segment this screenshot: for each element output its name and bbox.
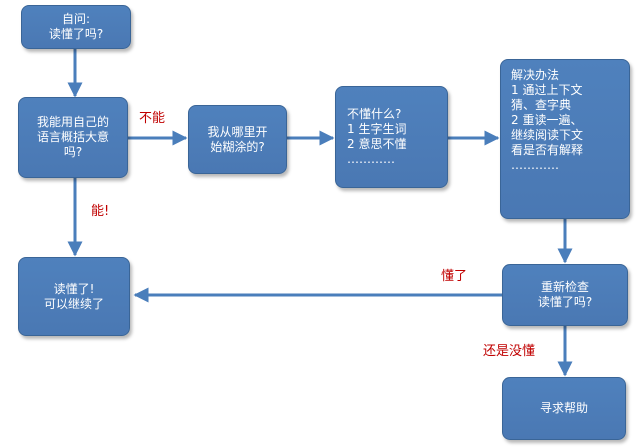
edge-label-can: 能! [91, 204, 110, 219]
node-understood-continue: 读懂了! 可以继续了 [18, 257, 130, 336]
node-solutions: 解决办法 1 通过上下文 猜、查字典 2 重读一遍、 继续阅读下文 看是否有解释… [500, 59, 630, 219]
node-what-unclear: 不懂什么? 1 生字生词 2 意思不懂 ………… [335, 86, 448, 188]
node-text-line: 2 重读一遍、 [511, 113, 583, 127]
node-where-confused: 我从哪里开 始糊涂的? [188, 105, 287, 174]
node-text-line: 猜、查字典 [511, 98, 572, 112]
node-text-line: 继续阅读下文 [511, 128, 584, 142]
edge-label-understood: 懂了 [441, 269, 468, 284]
node-text-line: 我能用自己的 [36, 115, 109, 129]
node-text-line: 解决办法 [511, 68, 560, 82]
node-text-line: 读懂了吗? [48, 27, 104, 41]
node-text-line: 寻求帮助 [539, 401, 588, 415]
node-text-line: 读懂了吗? [537, 295, 593, 309]
node-text-line: ………… [347, 152, 395, 166]
node-text-line: 2 意思不懂 [347, 137, 407, 151]
node-text-line: ………… [511, 158, 559, 172]
node-text-line: 看是否有解释 [511, 143, 584, 157]
node-text-line: 重新检查 [540, 280, 589, 294]
node-self-question: 自问: 读懂了吗? [21, 5, 131, 49]
node-text-line: 读懂了! [53, 281, 95, 296]
edge-label-still-not-understood: 还是没懂 [483, 344, 536, 359]
node-text-line: 不懂什么? [347, 107, 402, 121]
node-text-line: 1 生字生词 [347, 122, 407, 136]
node-recheck: 重新检查 读懂了吗? [502, 264, 628, 326]
node-text-line: 可以继续了 [43, 296, 104, 311]
node-text-line: 始糊涂的? [210, 139, 265, 154]
node-text-line: 1 通过上下文 [511, 83, 583, 97]
node-text-line: 我从哪里开 [207, 124, 268, 139]
node-text-line: 自问: [61, 12, 91, 26]
node-seek-help: 寻求帮助 [502, 377, 626, 440]
edge-label-cannot: 不能 [139, 111, 166, 126]
node-text-line: 语言概括大意 [36, 130, 109, 144]
node-summarize-main-idea: 我能用自己的 语言概括大意 吗? [18, 97, 128, 178]
node-text-line: 吗? [63, 145, 83, 159]
